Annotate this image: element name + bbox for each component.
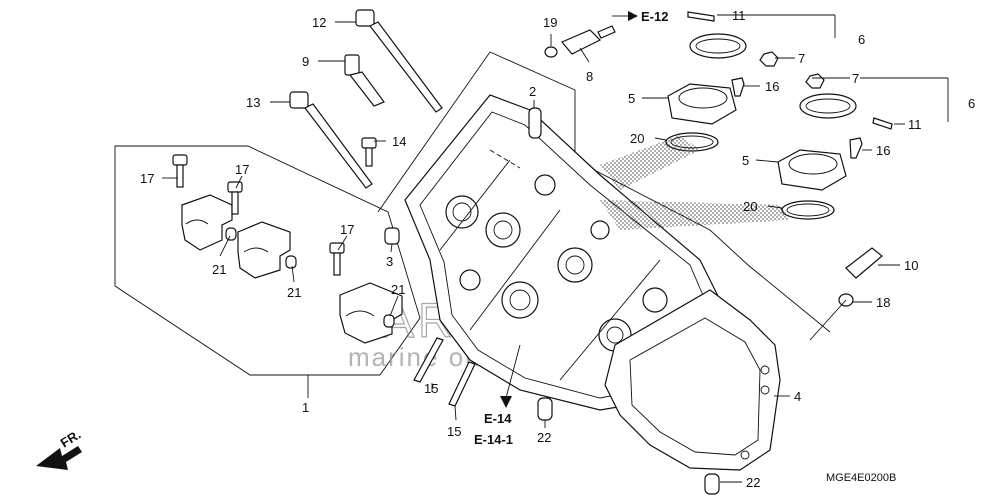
- long-bolt-13: [289, 91, 373, 189]
- washer-19: [544, 46, 558, 58]
- cam-holder-c: [339, 282, 403, 344]
- diagram-code: MGE4E0200B: [826, 472, 896, 484]
- stud-15-a: [413, 337, 444, 383]
- bolt-17-c: [329, 242, 345, 276]
- reference-e14-1: E-14-1: [474, 432, 513, 447]
- bolt-16-a: [731, 77, 745, 97]
- callout-20a: 20: [630, 131, 644, 146]
- callout-10: 10: [904, 258, 918, 273]
- callout-11a: 11: [732, 8, 746, 23]
- callout-6b: 6: [968, 96, 975, 111]
- long-bolt-12: [355, 9, 443, 113]
- callout-22b: 22: [746, 475, 760, 490]
- callout-16a: 16: [765, 79, 779, 94]
- callout-19: 19: [543, 15, 557, 30]
- callout-7b: 7: [852, 71, 859, 86]
- bolt-17-a: [172, 154, 188, 188]
- cylinder-head-gasket: [604, 289, 781, 471]
- dowel-22-a: [537, 397, 553, 421]
- callout-21a: 21: [212, 262, 226, 277]
- cam-holder-group-outline: [114, 145, 421, 376]
- reference-e14: E-14: [484, 411, 512, 426]
- front-direction-label: FR.: [58, 427, 84, 451]
- spark-plug-9: [344, 54, 385, 107]
- band-6-b: [799, 93, 857, 119]
- o-ring-20-b: [781, 200, 835, 220]
- cam-holder-a: [181, 194, 233, 251]
- bolt-11-b: [872, 117, 893, 130]
- arrow-e12-icon: [628, 11, 638, 21]
- callout-2: 2: [529, 84, 536, 99]
- callout-6a: 6: [858, 32, 865, 47]
- bolt-17-b: [227, 181, 243, 215]
- arrow-e14-icon: [500, 396, 512, 408]
- nut-7-a: [759, 51, 779, 67]
- plug-3: [384, 227, 400, 245]
- reference-e12: E-12: [641, 9, 668, 24]
- bolt-14: [361, 137, 377, 167]
- callout-21b: 21: [287, 285, 301, 300]
- callout-12: 12: [312, 15, 326, 30]
- callout-17b: 17: [235, 162, 249, 177]
- callout-5a: 5: [628, 91, 635, 106]
- callout-17a: 17: [140, 171, 154, 186]
- callout-1: 1: [302, 400, 309, 415]
- callout-3: 3: [386, 254, 393, 269]
- callout-18: 18: [876, 295, 890, 310]
- callout-13: 13: [246, 95, 260, 110]
- callout-17c: 17: [340, 222, 354, 237]
- callout-20b: 20: [743, 199, 757, 214]
- callout-14: 14: [392, 134, 406, 149]
- band-6-a: [689, 33, 747, 59]
- callout-11b: 11: [908, 117, 922, 132]
- callout-21c: 21: [391, 282, 405, 297]
- front-direction-arrow-icon: [36, 446, 82, 470]
- callout-16b: 16: [876, 143, 890, 158]
- callouts: 12 9 13 14 17 17 17 3 21 21 21 2 19 8 11…: [140, 8, 975, 490]
- dowel-21-b: [285, 255, 297, 269]
- callout-7a: 7: [798, 51, 805, 66]
- dowel-21-c: [383, 314, 395, 328]
- insulator-5-b: [777, 149, 847, 191]
- sleeve-2: [528, 107, 542, 139]
- cam-holder-b: [237, 221, 291, 279]
- bolt-11-a: [687, 11, 715, 22]
- callout-9: 9: [302, 54, 309, 69]
- nut-7-b: [805, 73, 825, 89]
- installation-zone-a: [600, 135, 700, 190]
- insulator-5-a: [667, 83, 737, 125]
- callout-8: 8: [586, 69, 593, 84]
- callout-15b: 15: [447, 424, 461, 439]
- dowel-21-a: [225, 227, 237, 241]
- callout-22a: 22: [537, 430, 551, 445]
- callout-15a: 15: [424, 381, 438, 396]
- callout-5b: 5: [742, 153, 749, 168]
- callout-4: 4: [794, 389, 801, 404]
- temperature-sensor-10: [845, 247, 883, 279]
- bolt-16-b: [849, 137, 863, 159]
- leader-lines: [162, 14, 949, 483]
- sensor-8: [561, 25, 616, 55]
- dowel-22-b: [704, 473, 720, 495]
- installation-zone-b: [600, 200, 790, 230]
